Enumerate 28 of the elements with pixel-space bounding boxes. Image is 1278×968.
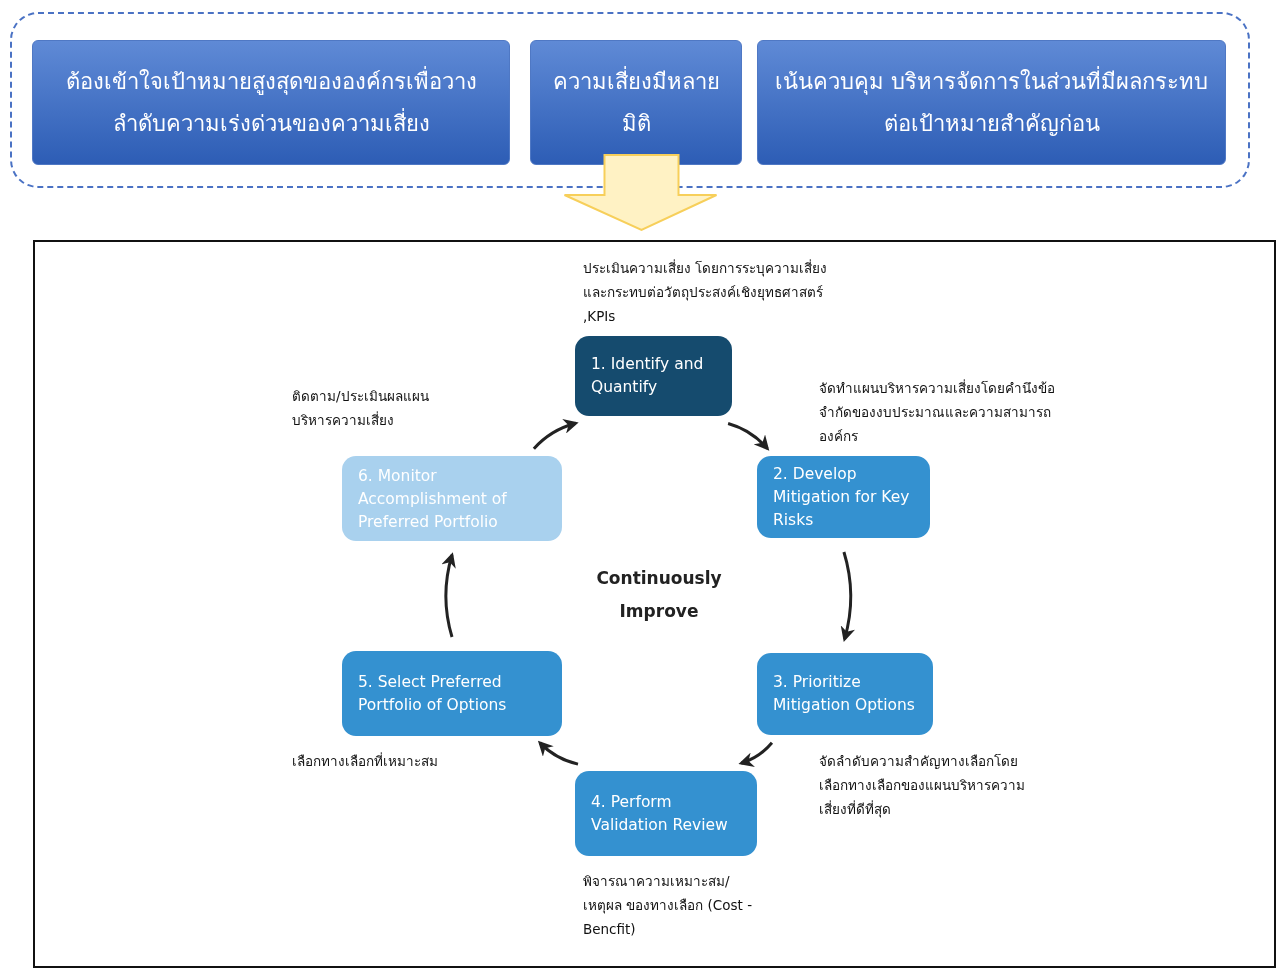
block-arrow (563, 154, 718, 232)
caption-text: ประเมินความเสี่ยง โดยการระบุความเสี่ยงและกระทบต่อวัตถุประสงค์เชิงยุทธศาสตร์ ,KPIs (583, 258, 829, 326)
step-label: 4. Perform Validation Review (591, 791, 729, 836)
caption-text: จัดลำดับความสำคัญทางเลือกโดยเลือกทางเลือกของแผนบริหารความเสี่ยงที่ดีที่สุด (819, 752, 1026, 820)
heading-box (530, 40, 742, 165)
arrow (532, 419, 579, 450)
heading-text: ความเสี่ยงมีหลายมิติ (551, 65, 721, 138)
arrow (441, 552, 457, 638)
diagram-frame (33, 240, 1276, 968)
caption-text: ติดตาม/ประเมินผลแผนบริหารความเสี่ยง (292, 387, 430, 430)
step-label: 6. Monitor Accomplishment of Preferred Portfolio (358, 465, 508, 532)
arrow (738, 741, 774, 767)
heading-text: ต้องเข้าใจเป้าหมายสูงสุดขององค์กรเพื่อวางลำดับความเร่งด่วนของความเสี่ยง (64, 65, 478, 138)
dashed-group-frame (10, 12, 1250, 188)
caption-text: จัดทำแผนบริหารความเสี่ยงโดยคำนึงข้อจำกัดของงบประมาณและความสามารถองค์กร (819, 378, 1056, 446)
center-label: Continuously Improve (595, 567, 723, 623)
arrow (840, 551, 855, 642)
heading-box (32, 40, 510, 165)
arrow (537, 740, 579, 766)
heading-box (757, 40, 1226, 165)
step-label: 5. Select Preferred Portfolio of Options (358, 671, 508, 716)
step-label: 3. Prioritize Mitigation Options (773, 672, 916, 716)
step-label: 1. Identify and Quantify (591, 354, 705, 398)
caption-text: เลือกทางเลือกที่เหมาะสม (292, 751, 439, 771)
step-label: 2. Develop Mitigation for Key Risks (773, 463, 911, 531)
caption-text: พิจารณาความเหมาะสม/เหตุผล ของทางเลือก (Cost - Bencfit) (583, 872, 754, 939)
arrow (727, 422, 770, 451)
heading-text: เน้นควบคุม บริหารจัดการในส่วนที่มีผลกระทบต่อเป้าหมายสำคัญก่อน (774, 65, 1209, 138)
